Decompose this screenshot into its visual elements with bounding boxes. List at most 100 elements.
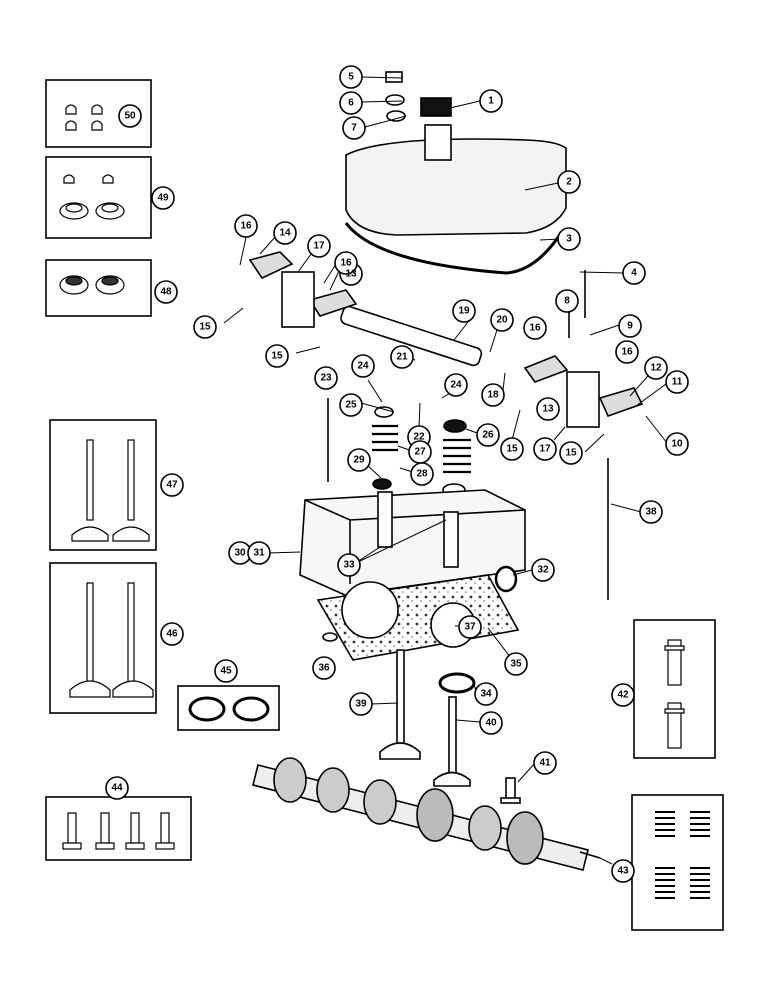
callout-44 <box>105 776 129 800</box>
callout-9-label: 9 <box>627 321 633 332</box>
callout-17b <box>533 437 557 461</box>
callout-48-label: 48 <box>160 287 172 298</box>
callout-49-label: 49 <box>157 193 169 204</box>
pushrods-and-bolts <box>327 270 609 600</box>
callout-labels: 1 2 3 4 5 6 7 8 9 10 11 12 13 13 14 15 1… <box>111 72 683 877</box>
callout-7 <box>342 116 366 140</box>
kit-box-49 <box>45 156 152 239</box>
callout-42 <box>611 683 635 707</box>
callout-45-label: 45 <box>220 666 232 677</box>
callout-25-label: 25 <box>345 400 357 411</box>
callout-46-label: 46 <box>166 629 178 640</box>
rocker-cover <box>345 97 567 236</box>
callout-11 <box>665 370 689 394</box>
valve-guides-icon <box>664 639 685 749</box>
callout-47 <box>160 473 184 497</box>
callout-29 <box>347 448 371 472</box>
callout-8 <box>555 289 579 313</box>
callout-14 <box>273 221 297 245</box>
kit-boxes <box>45 79 724 931</box>
callout-15c <box>500 437 524 461</box>
callout-15d <box>559 441 583 465</box>
callout-2-label: 2 <box>566 177 572 188</box>
callout-35 <box>504 652 528 676</box>
kit-box-46 <box>49 562 157 714</box>
callout-28 <box>410 462 434 486</box>
callout-32 <box>531 558 555 582</box>
callout-28-label: 28 <box>416 469 428 480</box>
callout-6-label: 6 <box>348 98 354 109</box>
callout-23 <box>314 366 338 390</box>
callout-8-label: 8 <box>564 296 570 307</box>
callout-16c-label: 16 <box>529 323 541 334</box>
callout-34-label: 34 <box>480 689 492 700</box>
callout-49 <box>151 186 175 210</box>
callout-36-label: 36 <box>318 663 330 674</box>
callout-13a-label: 13 <box>345 269 357 280</box>
callout-40 <box>479 711 503 735</box>
callout-9 <box>618 314 642 338</box>
callout-16d <box>615 340 639 364</box>
callout-10 <box>665 432 689 456</box>
callout-31 <box>247 541 271 565</box>
callout-46 <box>160 622 184 646</box>
callout-40-label: 40 <box>485 718 497 729</box>
callout-16d-label: 16 <box>621 347 633 358</box>
callout-16b-label: 16 <box>340 258 352 269</box>
callout-16a <box>234 214 258 238</box>
callout-48 <box>154 280 178 304</box>
callout-29-label: 29 <box>353 455 365 466</box>
valve-seat-inserts-icon <box>188 696 270 722</box>
callout-17a-label: 17 <box>313 241 325 252</box>
callout-15a-label: 15 <box>199 322 211 333</box>
small-ring <box>322 632 338 642</box>
callout-10-label: 10 <box>671 439 683 450</box>
callout-16b <box>334 251 358 275</box>
exhaust-valves-icon <box>69 582 154 698</box>
callout-11-label: 11 <box>672 377 683 388</box>
callout-12-label: 12 <box>650 363 662 374</box>
callout-14-label: 14 <box>279 228 291 239</box>
main-assembly <box>248 71 644 871</box>
callout-19-label: 19 <box>458 306 470 317</box>
callout-7-label: 7 <box>351 123 357 134</box>
kit-box-48 <box>45 259 152 317</box>
callout-44-label: 44 <box>111 783 123 794</box>
callout-47-label: 47 <box>166 480 178 491</box>
callout-24b-label: 24 <box>450 380 462 391</box>
callout-2 <box>557 170 581 194</box>
callout-43-label: 43 <box>617 866 629 877</box>
callout-41 <box>533 751 557 775</box>
callout-17b-label: 17 <box>539 444 551 455</box>
head-gasket <box>316 574 520 661</box>
kit-box-50 <box>45 79 152 148</box>
callout-30-label: 30 <box>234 548 246 559</box>
callout-45 <box>214 659 238 683</box>
callout-36 <box>312 656 336 680</box>
callout-32-label: 32 <box>537 565 549 576</box>
callout-1 <box>479 89 503 113</box>
callout-16a-label: 16 <box>240 221 252 232</box>
callout-38-label: 38 <box>645 507 657 518</box>
callout-38 <box>639 500 663 524</box>
callout-25 <box>339 393 363 417</box>
callout-15c-label: 15 <box>506 444 518 455</box>
callout-27-label: 27 <box>414 447 426 458</box>
callout-13b-label: 13 <box>542 404 554 415</box>
callout-13b <box>536 397 560 421</box>
callout-19 <box>452 299 476 323</box>
callout-26 <box>476 423 500 447</box>
callout-3-label: 3 <box>566 234 572 245</box>
callout-bubbles <box>105 65 689 883</box>
callout-41-label: 41 <box>539 758 551 769</box>
valve-seals-icon <box>59 174 125 220</box>
valve-springs-icon <box>655 811 710 899</box>
callout-23-label: 23 <box>320 373 332 384</box>
callout-12 <box>644 356 668 380</box>
callout-18-label: 18 <box>487 390 499 401</box>
callout-26-label: 26 <box>482 430 494 441</box>
valve-keepers-icon <box>65 104 103 131</box>
nut-washer-stack <box>385 71 406 122</box>
rocker-shaft <box>340 305 483 367</box>
